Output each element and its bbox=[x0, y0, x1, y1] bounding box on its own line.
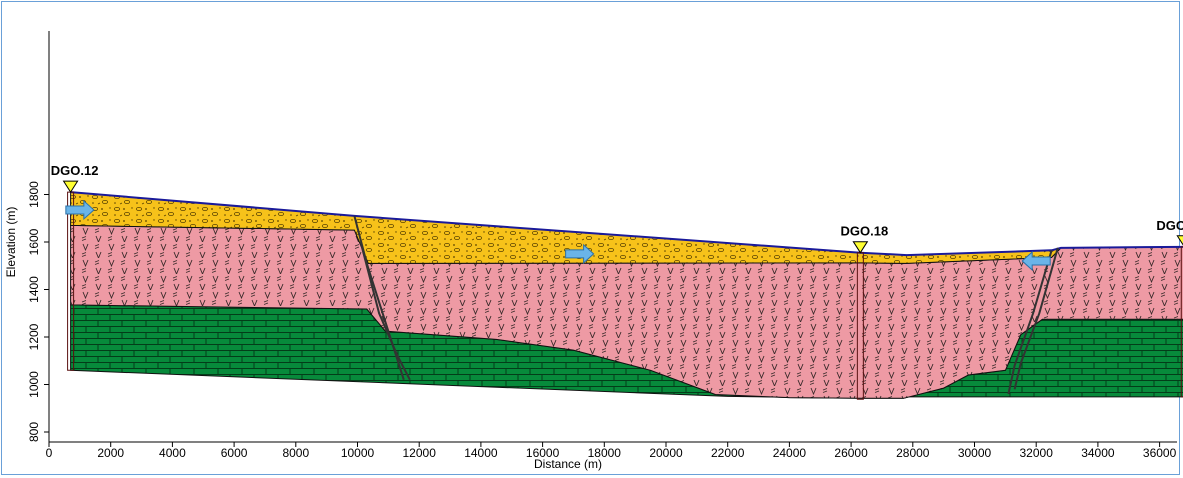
arrow-right-icon bbox=[565, 243, 595, 264]
y-tick-label: 800 bbox=[27, 422, 41, 442]
x-tick-label: 2000 bbox=[97, 446, 124, 460]
y-tick-label: 1200 bbox=[27, 323, 41, 350]
x-tick-label: 28000 bbox=[896, 446, 930, 460]
y-tick-label: 1000 bbox=[27, 371, 41, 398]
borehole: DGO.18 bbox=[841, 224, 889, 400]
well-label: DGO.12 bbox=[51, 163, 99, 178]
fault-line bbox=[353, 215, 405, 381]
y-axis-title: Elevation (m) bbox=[4, 207, 18, 278]
axes bbox=[48, 31, 1177, 443]
y-tick-label: 1800 bbox=[27, 181, 41, 208]
x-tick-label: 14000 bbox=[464, 446, 498, 460]
fault-line bbox=[1007, 250, 1053, 395]
well-marker-icon bbox=[62, 180, 79, 194]
flow-arrows bbox=[65, 199, 1051, 272]
y-tick-label: 1600 bbox=[27, 228, 41, 255]
x-tick-label: 26000 bbox=[834, 446, 868, 460]
x-tick-label: 24000 bbox=[773, 446, 807, 460]
x-tick-label: 36000 bbox=[1143, 446, 1177, 460]
x-ticks: 0 2000 4000 6000 8000 10000 12000 14000 16000 180… bbox=[46, 442, 1177, 460]
borehole-casing bbox=[1180, 246, 1183, 398]
x-tick-label: 4000 bbox=[159, 446, 186, 460]
x-tick-label: 0 bbox=[46, 446, 53, 460]
arrow-right-icon bbox=[65, 199, 95, 221]
x-tick-label: 16000 bbox=[526, 446, 560, 460]
borehole: DGO.46 bbox=[1156, 218, 1183, 398]
x-tick-label: 10000 bbox=[341, 446, 375, 460]
x-tick-label: 12000 bbox=[403, 446, 437, 460]
x-tick-label: 34000 bbox=[1081, 446, 1115, 460]
well-label: DGO.18 bbox=[841, 224, 889, 239]
x-tick-label: 22000 bbox=[711, 446, 745, 460]
borehole: DGO.12 bbox=[51, 163, 99, 371]
fault-lines bbox=[353, 215, 1059, 395]
y-ticks: 800 1000 1200 1400 1600 1800 bbox=[27, 181, 49, 442]
x-tick-label: 30000 bbox=[958, 446, 992, 460]
x-tick-label: 6000 bbox=[221, 446, 248, 460]
fault-line bbox=[1013, 247, 1059, 390]
fault-line bbox=[359, 241, 411, 381]
x-axis-title: Distance (m) bbox=[534, 457, 602, 471]
x-tick-label: 20000 bbox=[649, 446, 683, 460]
x-tick-label: 18000 bbox=[588, 446, 622, 460]
x-tick-label: 32000 bbox=[1020, 446, 1054, 460]
arrow-left-icon bbox=[1021, 250, 1051, 272]
y-tick-label: 1400 bbox=[27, 276, 41, 303]
well-marker-icon bbox=[852, 241, 869, 254]
x-tick-label: 8000 bbox=[282, 446, 309, 460]
well-label: DGO.46 bbox=[1156, 218, 1183, 233]
well-marker-icon bbox=[1176, 235, 1183, 246]
